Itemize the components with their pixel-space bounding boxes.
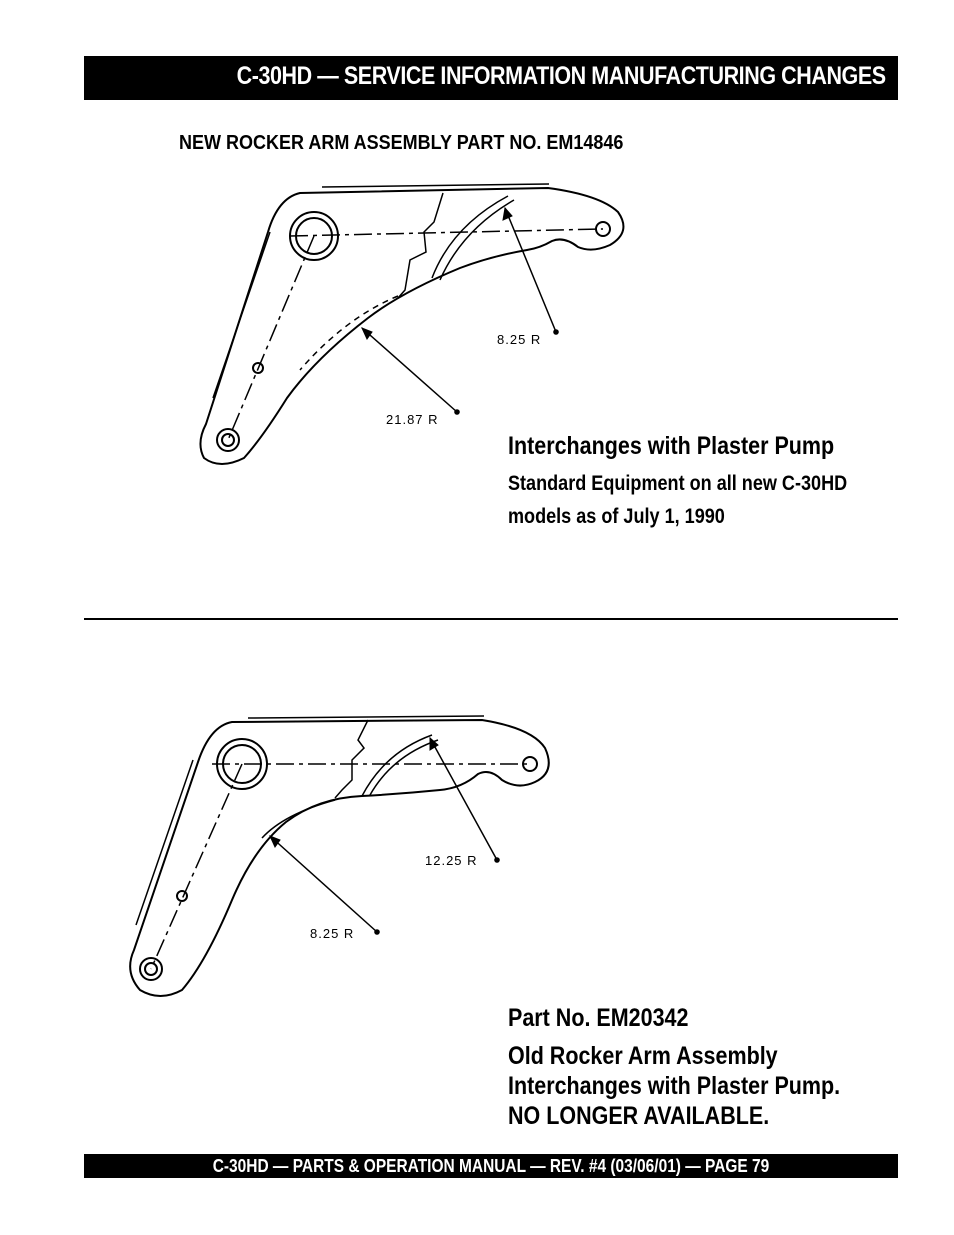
old-assembly-part-number: Part No. EM20342: [508, 1004, 689, 1032]
page-footer: C-30HD — PARTS & OPERATION MANUAL — REV.…: [84, 1154, 898, 1178]
new-assembly-note-title: Interchanges with Plaster Pump: [508, 432, 835, 460]
dimension-label-12-25: 12.25 R: [425, 853, 478, 868]
footer-text: C-30HD — PARTS & OPERATION MANUAL — REV.…: [212, 1156, 770, 1176]
new-assembly-note-line1: Standard Equipment on all new C-30HD: [508, 472, 848, 495]
old-assembly-line2: Interchanges with Plaster Pump.: [508, 1072, 841, 1100]
section-heading: NEW ROCKER ARM ASSEMBLY PART NO. EM14846: [179, 132, 624, 154]
old-rocker-arm-diagram: 12.25 R 8.25 R: [115, 705, 565, 1005]
page-title: C-30HD — SERVICE INFORMATION MANUFACTURI…: [236, 62, 886, 90]
dimension-label-8-25: 8.25 R: [310, 926, 354, 941]
dimension-label-21-87: 21.87 R: [386, 412, 439, 427]
dimension-label-8-25: 8.25 R: [497, 332, 541, 347]
section-divider: [84, 618, 898, 620]
page-header: C-30HD — SERVICE INFORMATION MANUFACTURI…: [84, 56, 898, 100]
old-assembly-line1: Old Rocker Arm Assembly: [508, 1042, 778, 1070]
new-rocker-arm-diagram: 8.25 R 21.87 R: [180, 175, 640, 495]
new-assembly-note-line2: models as of July 1, 1990: [508, 505, 725, 528]
old-assembly-line3: NO LONGER AVAILABLE.: [508, 1102, 770, 1130]
